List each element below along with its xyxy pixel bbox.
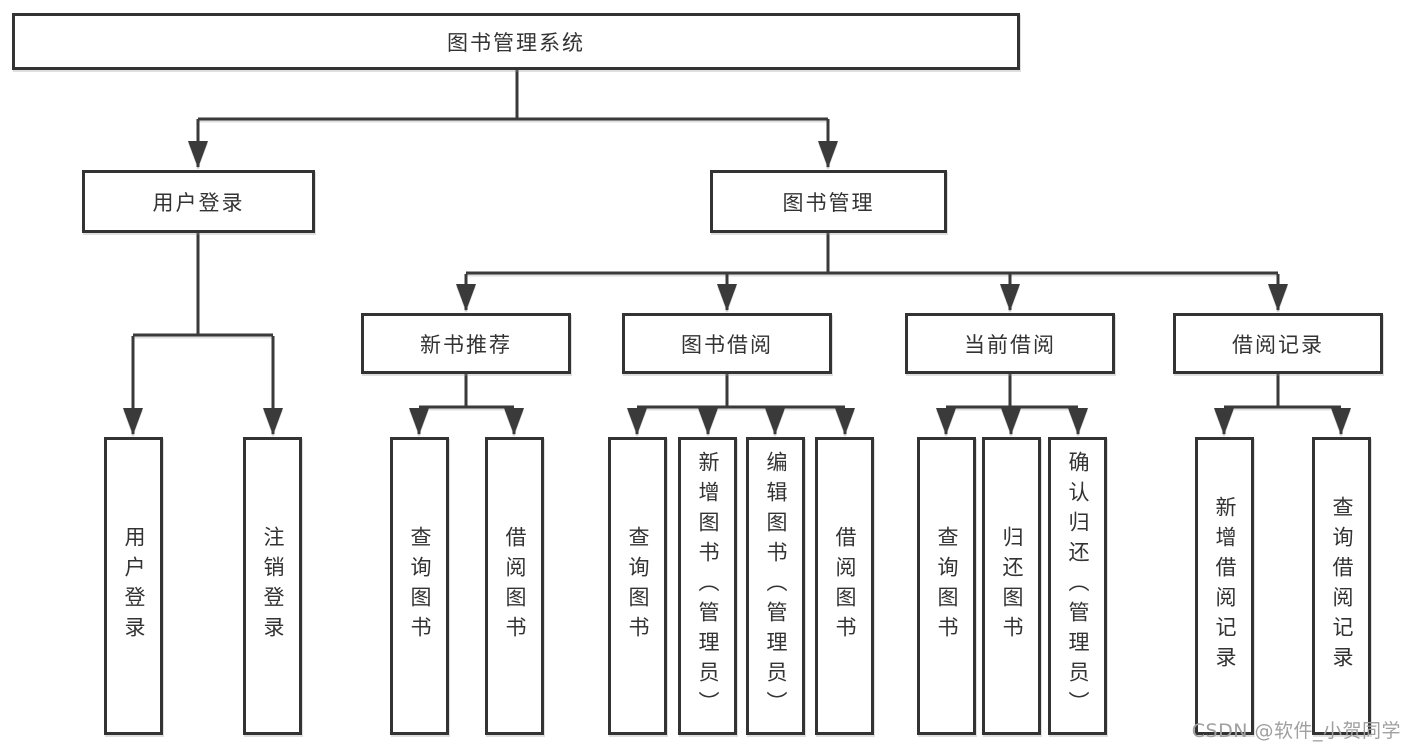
node-book-management-label: 图书管理 bbox=[782, 190, 875, 215]
leaf-query-books-recommend-label: 查询图书 bbox=[408, 526, 432, 646]
leaf-return-books-label: 归还图书 bbox=[1000, 526, 1024, 646]
node-user-login-label: 用户登录 bbox=[152, 190, 245, 215]
leaf-query-books-current: 查询图书 bbox=[917, 437, 976, 735]
node-borrowing-records-label: 借阅记录 bbox=[1232, 332, 1324, 357]
leaf-borrow-books-recommend-label: 借阅图书 bbox=[503, 526, 527, 646]
leaf-query-borrow-record: 查询借阅记录 bbox=[1312, 437, 1371, 735]
leaf-query-books-current-label: 查询图书 bbox=[935, 526, 959, 646]
leaf-confirm-return-admin: 确认归还（管理员） bbox=[1048, 437, 1107, 735]
leaf-query-books-borrowing: 查询图书 bbox=[608, 437, 667, 735]
leaf-edit-book-admin: 编辑图书（管理员） bbox=[746, 437, 805, 735]
leaf-add-book-admin-label: 新增图书（管理员） bbox=[696, 451, 720, 721]
leaf-query-borrow-record-label: 查询借阅记录 bbox=[1330, 496, 1354, 676]
leaf-add-book-admin: 新增图书（管理员） bbox=[678, 437, 737, 735]
leaf-logout-label: 注销登录 bbox=[261, 526, 285, 646]
leaf-borrow-books-borrowing-label: 借阅图书 bbox=[833, 526, 857, 646]
node-new-book-recommendation-label: 新书推荐 bbox=[420, 332, 512, 357]
node-root-system: 图书管理系统 bbox=[12, 13, 1020, 70]
node-current-borrowing-label: 当前借阅 bbox=[964, 332, 1056, 357]
node-user-login: 用户登录 bbox=[82, 170, 315, 233]
leaf-add-borrow-record: 新增借阅记录 bbox=[1195, 437, 1254, 735]
leaf-borrow-books-recommend: 借阅图书 bbox=[485, 437, 544, 735]
node-book-borrowing-label: 图书借阅 bbox=[681, 332, 773, 357]
node-root-label: 图书管理系统 bbox=[447, 30, 585, 55]
leaf-confirm-return-admin-label: 确认归还（管理员） bbox=[1066, 451, 1090, 721]
leaf-query-books-borrowing-label: 查询图书 bbox=[626, 526, 650, 646]
leaf-add-borrow-record-label: 新增借阅记录 bbox=[1213, 496, 1237, 676]
leaf-borrow-books-borrowing: 借阅图书 bbox=[815, 437, 874, 735]
node-book-management: 图书管理 bbox=[710, 170, 947, 233]
leaf-logout: 注销登录 bbox=[243, 437, 302, 735]
node-new-book-recommendation: 新书推荐 bbox=[361, 313, 571, 374]
node-current-borrowing: 当前借阅 bbox=[905, 313, 1115, 374]
leaf-user-login: 用户登录 bbox=[104, 437, 163, 735]
watermark: CSDN @软件_小贺同学 bbox=[1191, 720, 1401, 742]
leaf-user-login-label: 用户登录 bbox=[122, 526, 146, 646]
leaf-return-books: 归还图书 bbox=[982, 437, 1041, 735]
node-book-borrowing: 图书借阅 bbox=[622, 313, 832, 374]
leaf-query-books-recommend: 查询图书 bbox=[390, 437, 449, 735]
leaf-edit-book-admin-label: 编辑图书（管理员） bbox=[764, 451, 788, 721]
node-borrowing-records: 借阅记录 bbox=[1173, 313, 1383, 374]
